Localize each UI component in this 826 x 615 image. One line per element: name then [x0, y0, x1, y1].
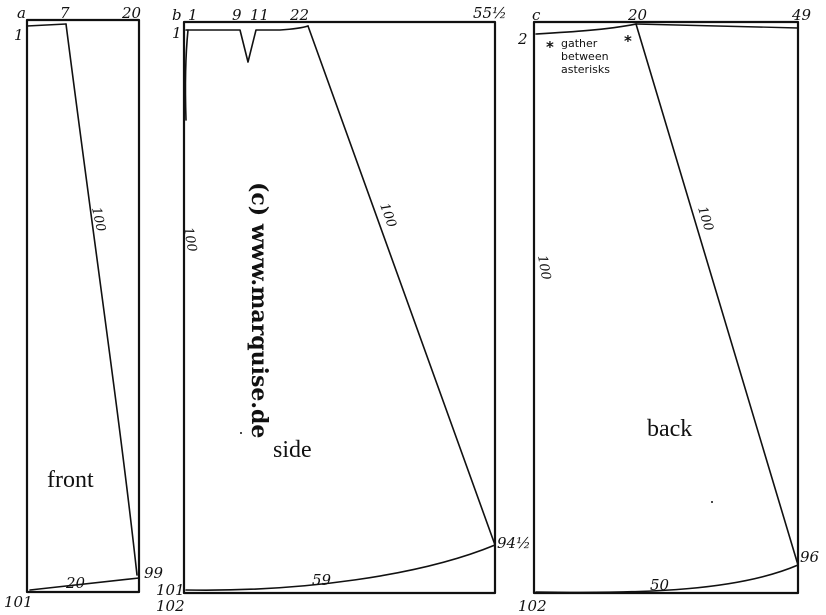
gather-asterisk-right: *: [624, 32, 632, 50]
back-seam-line: [635, 23, 799, 566]
side-mark-hem-left-top: 101: [156, 581, 185, 599]
side-mark-left-start: 1: [172, 24, 182, 42]
side-mark-waist-start: 1: [188, 6, 198, 24]
back-mark-left-start: 2: [517, 30, 528, 48]
side-piece-label: side: [273, 437, 312, 463]
side-mark-hem-left-bottom: 102: [156, 597, 185, 615]
back-mark-hem-right: 96: [800, 548, 820, 566]
side-mark-dart-left: 9: [232, 6, 242, 24]
gather-note-line3: asterisks: [561, 63, 610, 76]
front-mark-hem-left: 101: [4, 593, 33, 611]
side-frame: [182, 20, 497, 595]
back-hem-curve: [535, 564, 799, 594]
front-mark-hem-mid: 20: [65, 574, 86, 592]
gather-asterisk-left: *: [546, 38, 554, 56]
back-piece-label: back: [647, 416, 692, 442]
side-piece: b 1 9 11 22 55½ 1 100 100 (c) www.marqui…: [156, 4, 531, 615]
back-mark-corner-right: 49: [791, 6, 812, 24]
back-piece: c 2 20 49 * * gather between asterisks 1…: [517, 6, 820, 615]
side-waist-curve: [185, 25, 309, 63]
front-frame: [25, 18, 141, 594]
side-mark-hem-mid: 59: [312, 571, 332, 589]
side-left-edge-curve: [184, 29, 189, 121]
front-mark-waist-end: 20: [121, 4, 142, 22]
back-frame: [532, 20, 800, 595]
back-mark-waist-point: 20: [627, 6, 648, 24]
front-piece: a 1 7 20 100 front 20 99 101: [4, 4, 164, 611]
back-mark-hem-left: 102: [518, 597, 547, 615]
gather-note-line2: between: [561, 50, 609, 63]
front-mark-waist-mid: 7: [60, 4, 70, 22]
front-waist-curve: [26, 23, 67, 27]
front-hem-curve: [29, 577, 140, 591]
front-seam-measure: 100: [88, 206, 108, 233]
side-mark-corner-right: 55½: [473, 4, 507, 22]
side-mark-corner: b: [172, 6, 182, 24]
gather-note-line1: gather: [561, 37, 598, 50]
side-hem-curve: [185, 544, 496, 591]
side-speck: [240, 432, 242, 434]
back-mark-corner: c: [532, 6, 541, 24]
side-mark-dart-right: 11: [250, 6, 269, 24]
front-seam-line: [65, 23, 138, 576]
back-speck: [711, 501, 713, 503]
back-seam-measure: 100: [694, 205, 716, 233]
side-mark-hem-right: 94½: [497, 534, 531, 552]
front-mark-waist-start: 1: [14, 26, 24, 44]
back-waist-top-edge: [635, 23, 799, 29]
back-waist-curve: [535, 23, 637, 35]
back-mark-hem-mid: 50: [650, 576, 670, 594]
back-left-seam-measure: 100: [534, 254, 553, 281]
side-seam-line: [307, 25, 496, 546]
side-left-seam-measure: 100: [180, 226, 199, 253]
side-mark-waist-point: 22: [289, 6, 309, 24]
front-mark-hem-right: 99: [144, 564, 164, 582]
front-piece-label: front: [47, 467, 94, 493]
front-mark-corner: a: [17, 4, 26, 22]
watermark: (c) www.marquise.de: [246, 182, 272, 438]
